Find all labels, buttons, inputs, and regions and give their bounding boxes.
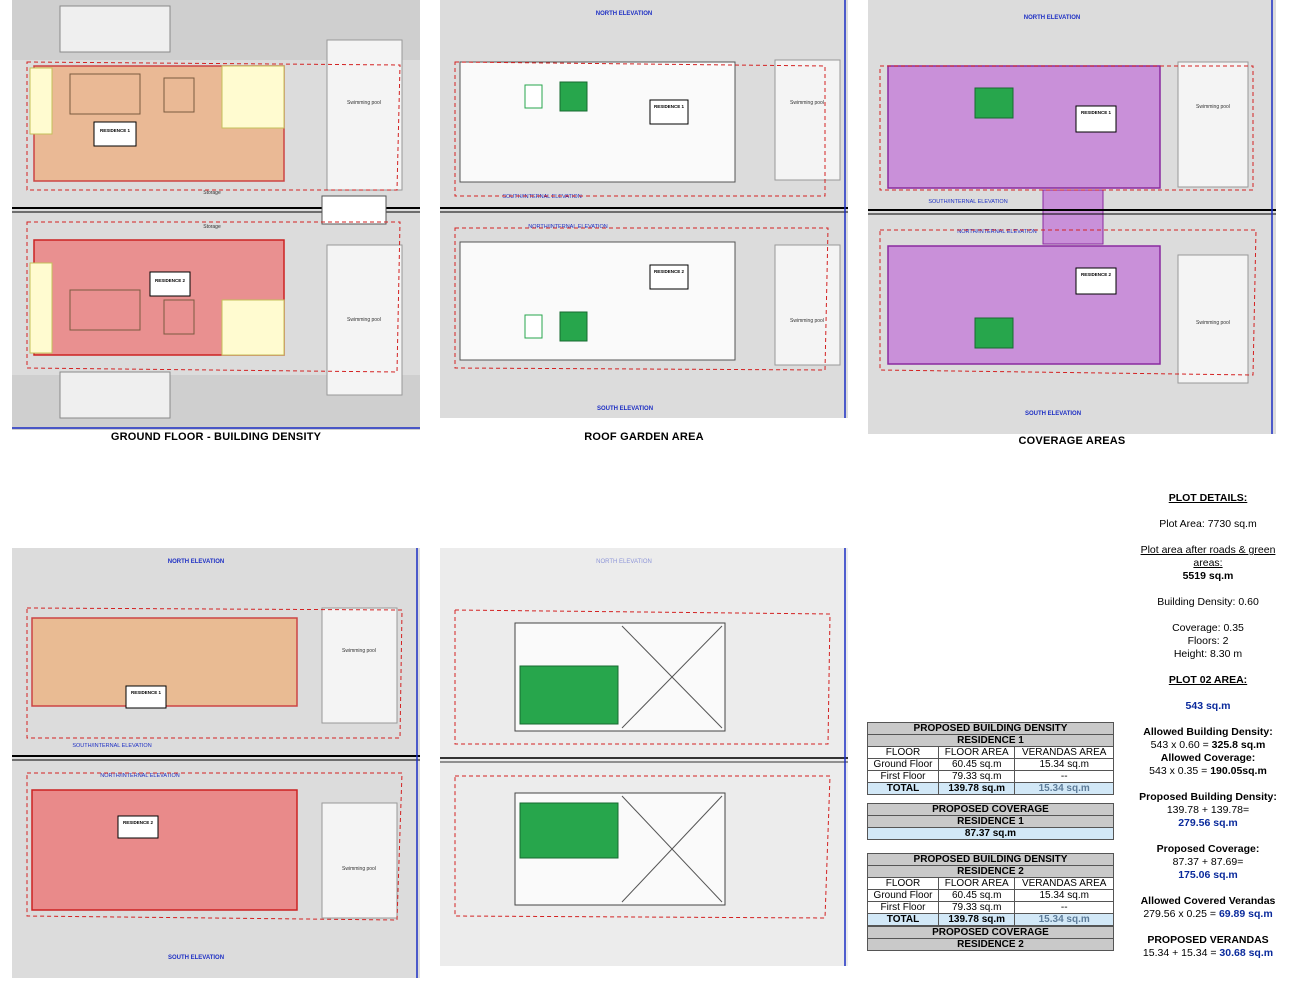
allowed-verandas-label: Allowed Covered Verandas [1140,895,1276,907]
allowed-verandas-value: 69.89 sq.m [1218,908,1273,920]
roof-garden-plan: NORTH ELEVATION RESIDENCE 1 RESIDENCE 2 … [440,0,848,418]
plot-details-heading: PLOT DETAILS: [1168,492,1248,504]
table-row: Ground Floor 60.45 sq.m 15.34 sq.m [866,889,1114,902]
north-internal-label: NORTH/INTERNAL ELEVATION [528,224,608,230]
svg-text:RESIDENCE 2: RESIDENCE 2 [123,820,154,825]
south-internal-label-2: SOUTH/INTERNAL ELEVATION [928,199,1007,205]
proposed-density-label: Proposed Building Density: [1139,791,1277,803]
proposed-density-calc: 139.78 + 139.78= [1166,804,1250,816]
north-elevation-label-4: NORTH ELEVATION [596,559,652,565]
allowed-coverage-calc: 543 x 0.35 = [1149,765,1211,777]
height: Height: 8.30 m [1173,648,1243,660]
ground-floor-plan: Swimming pool Swimming pool RESIDENCE 1 … [12,0,420,430]
coverage-1-title: PROPOSED COVERAGE [867,803,1114,816]
north-internal-label-2: NORTH/INTERNAL ELEVATION [957,229,1037,235]
coverage-1-subtitle: RESIDENCE 1 [867,815,1114,828]
north-elevation-label-2: NORTH ELEVATION [1024,15,1080,21]
south-internal-label: SOUTH/INTERNAL ELEVATION [502,194,581,200]
pool-label-5: Swimming pool [1196,104,1230,110]
residence-2-coverage-area [887,245,1161,365]
col-floor: FLOOR [866,746,940,759]
building-density: Building Density: 0.60 [1157,596,1259,608]
area-tables: PROPOSED BUILDING DENSITY RESIDENCE 1 FL… [866,722,1114,951]
plot-area: Plot Area: 7730 sq.m [1159,518,1257,530]
allowed-coverage-value: 190.05sq.m [1210,765,1267,777]
pool-label-6: Swimming pool [1196,320,1230,326]
plot02-value: 543 sq.m [1185,700,1231,712]
allowed-verandas-calc: 279.56 x 0.25 = [1143,908,1219,920]
proposed-verandas-label: PROPOSED VERANDAS [1147,934,1269,946]
residence-2-first-floor-area [31,789,298,911]
coverage-2-title: PROPOSED COVERAGE [867,926,1114,939]
residence-1-coverage-area [887,65,1161,189]
pool-label-2: Swimming pool [347,317,381,323]
col-verandas-area: VERANDAS AREA [1014,746,1114,759]
proposed-coverage-calc: 87.37 + 87.69= [1172,856,1244,868]
total-row: TOTAL 139.78 sq.m 15.34 sq.m [866,782,1114,795]
density-2-subtitle: RESIDENCE 2 [867,865,1114,878]
allowed-coverage-label: Allowed Coverage: [1160,752,1256,764]
coverage-2-subtitle: RESIDENCE 2 [867,938,1114,951]
proposed-density-value: 279.56 sq.m [1178,817,1238,829]
proposed-verandas-value: 30.68 sq.m [1219,947,1274,959]
allowed-density-calc: 543 x 0.60 = [1150,739,1212,751]
coverage: Coverage: 0.35 [1172,622,1244,634]
south-elevation-label-2: SOUTH ELEVATION [1025,411,1081,417]
pool-label-3: Swimming pool [790,100,824,106]
density-2-title: PROPOSED BUILDING DENSITY [867,853,1114,866]
table-row: First Floor 79.33 sq.m -- [866,901,1114,914]
south-internal-label-3: SOUTH/INTERNAL ELEVATION [72,743,151,749]
density-1-subtitle: RESIDENCE 1 [867,734,1114,747]
table-row: First Floor 79.33 sq.m -- [866,770,1114,783]
north-elevation-label: NORTH ELEVATION [596,11,652,17]
svg-text:RESIDENCE 1: RESIDENCE 1 [1081,110,1112,115]
roof-garden-caption: ROOF GARDEN AREA [584,431,704,443]
coverage-1-value: 87.37 sq.m [867,827,1114,840]
plot-details: PLOT DETAILS: Plot Area: 7730 sq.m Plot … [1118,492,1298,960]
svg-text:RESIDENCE 1: RESIDENCE 1 [654,104,685,109]
allowed-density-value: 325.8 sq.m [1211,739,1266,751]
ground-floor-caption: GROUND FLOOR - BUILDING DENSITY [110,431,322,443]
svg-text:RESIDENCE 1: RESIDENCE 1 [100,128,131,133]
south-elevation-label-3: SOUTH ELEVATION [168,955,224,961]
south-elevation-label: SOUTH ELEVATION [597,406,653,412]
pool-label-4: Swimming pool [790,318,824,324]
allowed-density-label: Allowed Building Density: [1143,726,1273,738]
col-floor-area: FLOOR AREA [938,746,1016,759]
density-table-residence-1: PROPOSED BUILDING DENSITY RESIDENCE 1 FL… [866,722,1114,795]
pool-label-8: Swimming pool [342,866,376,872]
proposed-coverage-value: 175.06 sq.m [1178,869,1238,881]
svg-text:RESIDENCE 2: RESIDENCE 2 [155,278,186,283]
density-table-residence-2: PROPOSED BUILDING DENSITY RESIDENCE 2 FL… [866,853,1114,926]
table-row: Ground Floor 60.45 sq.m 15.34 sq.m [866,758,1114,771]
first-floor-plan: NORTH ELEVATION RESIDENCE 1 RESIDENCE 2 … [12,548,420,978]
pool-label-7: Swimming pool [342,648,376,654]
svg-text:RESIDENCE 2: RESIDENCE 2 [1081,272,1112,277]
total-row: TOTAL 139.78 sq.m 15.34 sq.m [866,913,1114,926]
coverage-caption: COVERAGE AREAS [1018,435,1126,447]
coverage-table-residence-2: PROPOSED COVERAGE RESIDENCE 2 [867,926,1114,951]
svg-text:RESIDENCE 2: RESIDENCE 2 [654,269,685,274]
density-1-title: PROPOSED BUILDING DENSITY [867,722,1114,735]
svg-text:RESIDENCE 1: RESIDENCE 1 [131,690,162,695]
proposed-coverage-label: Proposed Coverage: [1156,843,1260,855]
pool-label-1: Swimming pool [347,100,381,106]
after-roads-label: Plot area after roads & green areas: [1140,544,1276,569]
after-roads-value: 5519 sq.m [1182,570,1234,582]
floors: Floors: 2 [1187,635,1229,647]
storage-label-1: Storage [203,190,221,196]
north-internal-label-3: NORTH/INTERNAL ELEVATION [100,773,180,779]
north-elevation-label-3: NORTH ELEVATION [168,559,224,565]
proposed-verandas-calc: 15.34 + 15.34 = [1142,947,1220,959]
roof-coverage-plan: NORTH ELEVATION [440,548,848,966]
coverage-plan: NORTH ELEVATION RESIDENCE 1 RESIDENCE 2 … [868,0,1276,434]
storage-label-2: Storage [203,224,221,230]
plot02-heading: PLOT 02 AREA: [1168,674,1248,686]
coverage-table-residence-1: PROPOSED COVERAGE RESIDENCE 1 87.37 sq.m [867,803,1114,840]
